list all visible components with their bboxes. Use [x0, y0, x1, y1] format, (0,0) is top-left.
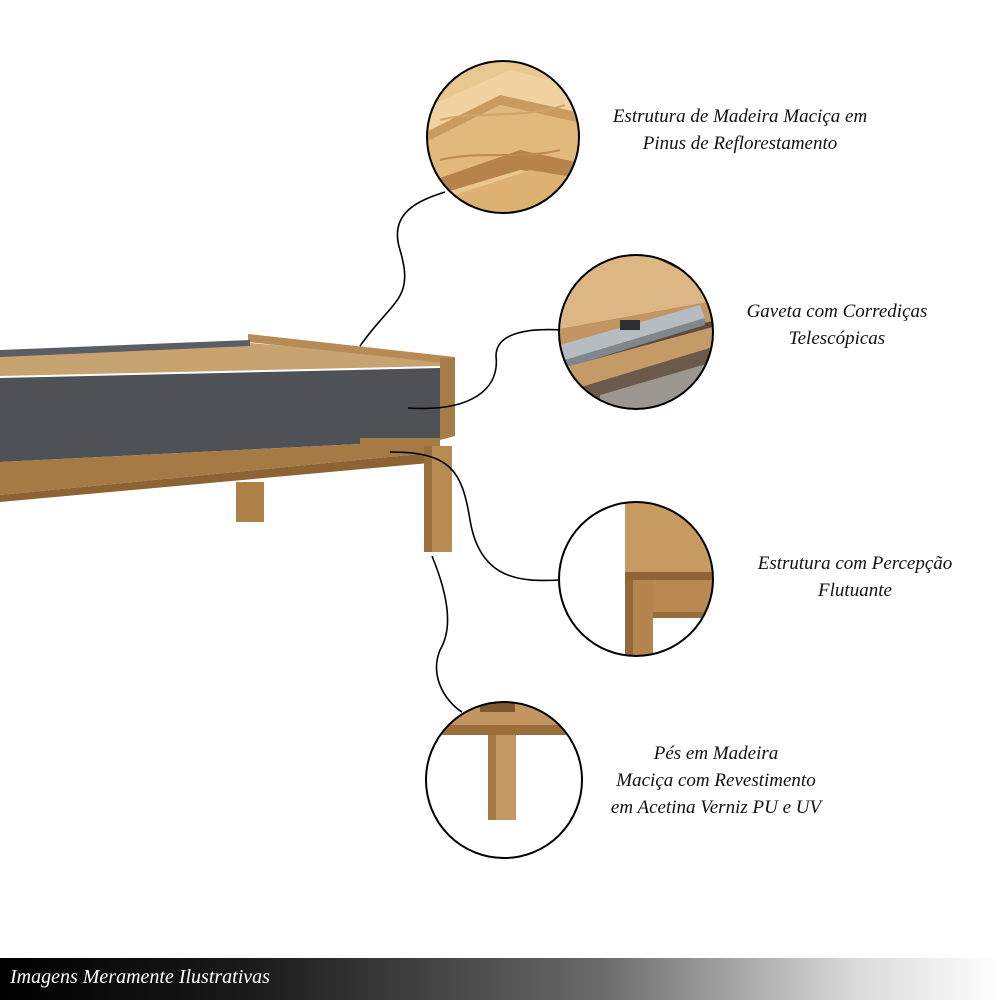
callout-line: Telescópicas [788, 328, 886, 349]
callout-circle [426, 60, 580, 214]
disclaimer-footer: Imagens Meramente Ilustrativas [0, 958, 1000, 1000]
bed-frame [0, 334, 455, 552]
callout-text-solid-wood: Estrutura de Madeira Maciça em Pinus de … [575, 103, 905, 157]
callout-text-floating-structure: Estrutura com Percepção Flutuante [710, 550, 1000, 604]
callout-line: Estrutura de Madeira Maciça em [612, 106, 868, 127]
callout-circle [558, 501, 714, 657]
callout-line: Flutuante [818, 580, 892, 601]
callout-line: Pés em Madeira [653, 743, 779, 764]
back-leg [236, 482, 264, 522]
floating-structure-detail-image [558, 501, 714, 657]
callout-text-wood-legs: Pés em Madeira Maciça com Revestimento e… [566, 740, 866, 821]
callout-circle [558, 254, 714, 410]
drawer-slide-detail-image [558, 254, 714, 410]
connector-lines [359, 191, 563, 713]
disclaimer-text: Imagens Meramente Ilustrativas [10, 966, 270, 988]
callout-line: Estrutura com Percepção [757, 553, 953, 574]
wood-leg-detail-image [425, 701, 583, 859]
callout-line: em Acetina Verniz PU e UV [610, 797, 822, 818]
callout-circle [425, 701, 583, 859]
solid-wood-detail-image [426, 60, 580, 214]
callout-text-drawer-slides: Gaveta com Corrediças Telescópicas [712, 298, 962, 352]
callout-line: Pinus de Reflorestamento [642, 133, 838, 154]
callout-line: Gaveta com Corrediças [746, 301, 928, 322]
callout-line: Maciça com Revestimento [616, 770, 816, 791]
